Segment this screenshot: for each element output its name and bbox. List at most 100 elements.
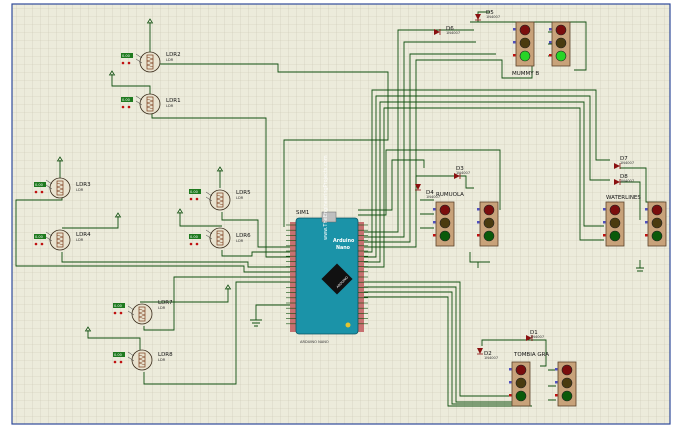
ldr-value-tag bbox=[113, 303, 125, 308]
traffic-light-2[interactable] bbox=[549, 21, 571, 67]
ldr-button-inc[interactable] bbox=[195, 242, 199, 246]
signal-label-mummy-b: MUMMY B bbox=[512, 71, 539, 77]
ldr-button-dec[interactable] bbox=[34, 242, 38, 246]
signal-label-rumuola: RUMUOLA bbox=[436, 192, 464, 198]
traffic-light-4[interactable] bbox=[477, 201, 499, 247]
traffic-light-7[interactable] bbox=[509, 361, 531, 407]
sheet-border bbox=[11, 3, 671, 425]
reset-button[interactable] bbox=[345, 322, 351, 328]
diode-ref: D3 bbox=[456, 166, 464, 172]
traffic-light-6[interactable] bbox=[645, 201, 667, 247]
ldr-button-dec[interactable] bbox=[121, 61, 125, 65]
ldr-resistor bbox=[216, 230, 224, 246]
ldr-button-inc[interactable] bbox=[40, 242, 44, 246]
lamp-green bbox=[651, 230, 663, 242]
arduino-title-1: Arduino bbox=[333, 238, 355, 244]
ldr-button-inc[interactable] bbox=[40, 190, 44, 194]
lamp-yellow bbox=[439, 217, 451, 229]
lamp-yellow bbox=[519, 37, 531, 49]
ldr-ref: LDR3 bbox=[76, 182, 91, 188]
arduino-nano[interactable]: SIM1 www.TheEngineeringProjects.com Ardu… bbox=[286, 155, 368, 344]
pin-marker bbox=[603, 234, 606, 237]
ldr-button-inc[interactable] bbox=[195, 197, 199, 201]
ldr-value-text: 0.00 bbox=[114, 304, 122, 308]
diode-symbol bbox=[415, 184, 421, 190]
traffic-light-8[interactable] bbox=[555, 361, 577, 407]
lamp-green bbox=[515, 390, 527, 402]
ldr-value-text: 0.00 bbox=[35, 235, 43, 239]
lamp-red bbox=[609, 204, 621, 216]
diode-ref: D5 bbox=[486, 10, 494, 16]
ldr-part: LDR bbox=[166, 104, 174, 108]
lamp-green bbox=[483, 230, 495, 242]
pin-marker bbox=[509, 381, 512, 384]
ldr-resistor bbox=[56, 180, 64, 196]
lamp-red bbox=[561, 364, 573, 376]
diode-symbol bbox=[434, 29, 440, 35]
pin-marker bbox=[509, 368, 512, 371]
diode-part: 1N4007 bbox=[484, 356, 498, 360]
ldr-button-inc[interactable] bbox=[127, 61, 131, 65]
lamp-yellow bbox=[483, 217, 495, 229]
pin-marker bbox=[549, 41, 552, 44]
pin-marker bbox=[477, 208, 480, 211]
pin-marker bbox=[645, 234, 648, 237]
ldr-button-dec[interactable] bbox=[34, 190, 38, 194]
lamp-yellow bbox=[555, 37, 567, 49]
ldr-zigzag bbox=[146, 98, 154, 110]
light-arrows-icon bbox=[45, 231, 53, 242]
traffic-light-5[interactable] bbox=[603, 201, 625, 247]
ldr-ref: LDR1 bbox=[166, 98, 181, 104]
ldr-zigzag bbox=[56, 182, 64, 194]
diode-ref: D1 bbox=[530, 330, 538, 336]
ldr-button-inc[interactable] bbox=[127, 105, 131, 109]
ldr-button-dec[interactable] bbox=[113, 360, 117, 364]
ldr-button-inc[interactable] bbox=[119, 360, 123, 364]
ldr-value-tag bbox=[113, 352, 125, 357]
ldr-button-dec[interactable] bbox=[189, 197, 193, 201]
pin-marker bbox=[555, 394, 558, 397]
ldr-button-inc[interactable] bbox=[119, 311, 123, 315]
diode-ref: D8 bbox=[620, 174, 628, 180]
diode-symbol bbox=[454, 173, 460, 179]
ldr-button-dec[interactable] bbox=[113, 311, 117, 315]
lamp-yellow bbox=[561, 377, 573, 389]
ldr-value-tag bbox=[121, 97, 133, 102]
traffic-light-1[interactable] bbox=[513, 21, 535, 67]
ldr-part: LDR bbox=[236, 239, 244, 243]
diode-part: 1N4007 bbox=[456, 171, 470, 175]
arduino-pins-right bbox=[358, 224, 368, 325]
ldr-value-text: 0.00 bbox=[122, 54, 130, 58]
ldr-button-dec[interactable] bbox=[189, 242, 193, 246]
lamp-yellow bbox=[651, 217, 663, 229]
pin-marker bbox=[603, 221, 606, 224]
lamp-green bbox=[519, 50, 531, 62]
ldr-button-dec[interactable] bbox=[121, 105, 125, 109]
ldr-value-text: 0.00 bbox=[190, 190, 198, 194]
pin-marker bbox=[509, 394, 512, 397]
pin-marker bbox=[555, 381, 558, 384]
ldr-resistor bbox=[138, 352, 146, 368]
ldr-ref: LDR6 bbox=[236, 233, 251, 239]
light-arrows-icon bbox=[135, 95, 143, 106]
traffic-light-3[interactable] bbox=[433, 201, 455, 247]
pin-marker bbox=[645, 208, 648, 211]
light-arrows-icon bbox=[135, 53, 143, 64]
